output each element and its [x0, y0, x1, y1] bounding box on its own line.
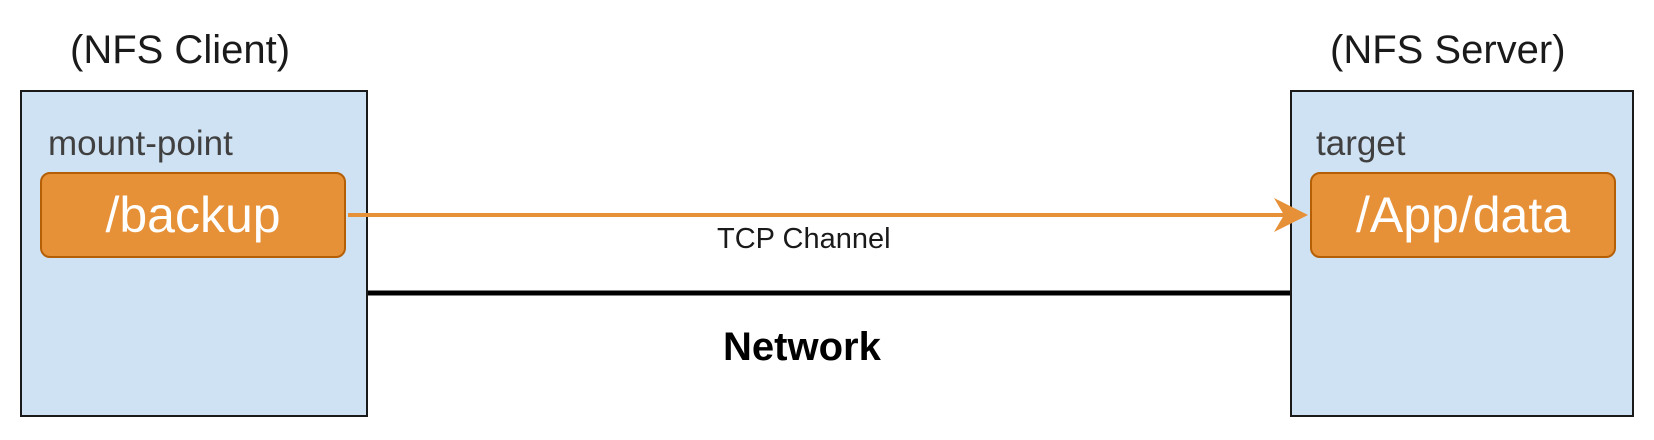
server-caption: (NFS Server)	[1330, 28, 1566, 72]
client-caption: (NFS Client)	[70, 28, 291, 72]
backup-directory-node: /backup	[40, 172, 346, 258]
mount-point-label: mount-point	[48, 124, 233, 163]
target-label: target	[1316, 124, 1406, 163]
tcp-channel-arrowhead	[1274, 198, 1308, 232]
app-data-directory-node: /App/data	[1310, 172, 1616, 258]
tcp-channel-label: TCP Channel	[717, 223, 891, 255]
nfs-client-box: mount-point /backup	[20, 90, 368, 417]
nfs-server-box: target /App/data	[1290, 90, 1634, 417]
network-label: Network	[723, 325, 881, 369]
